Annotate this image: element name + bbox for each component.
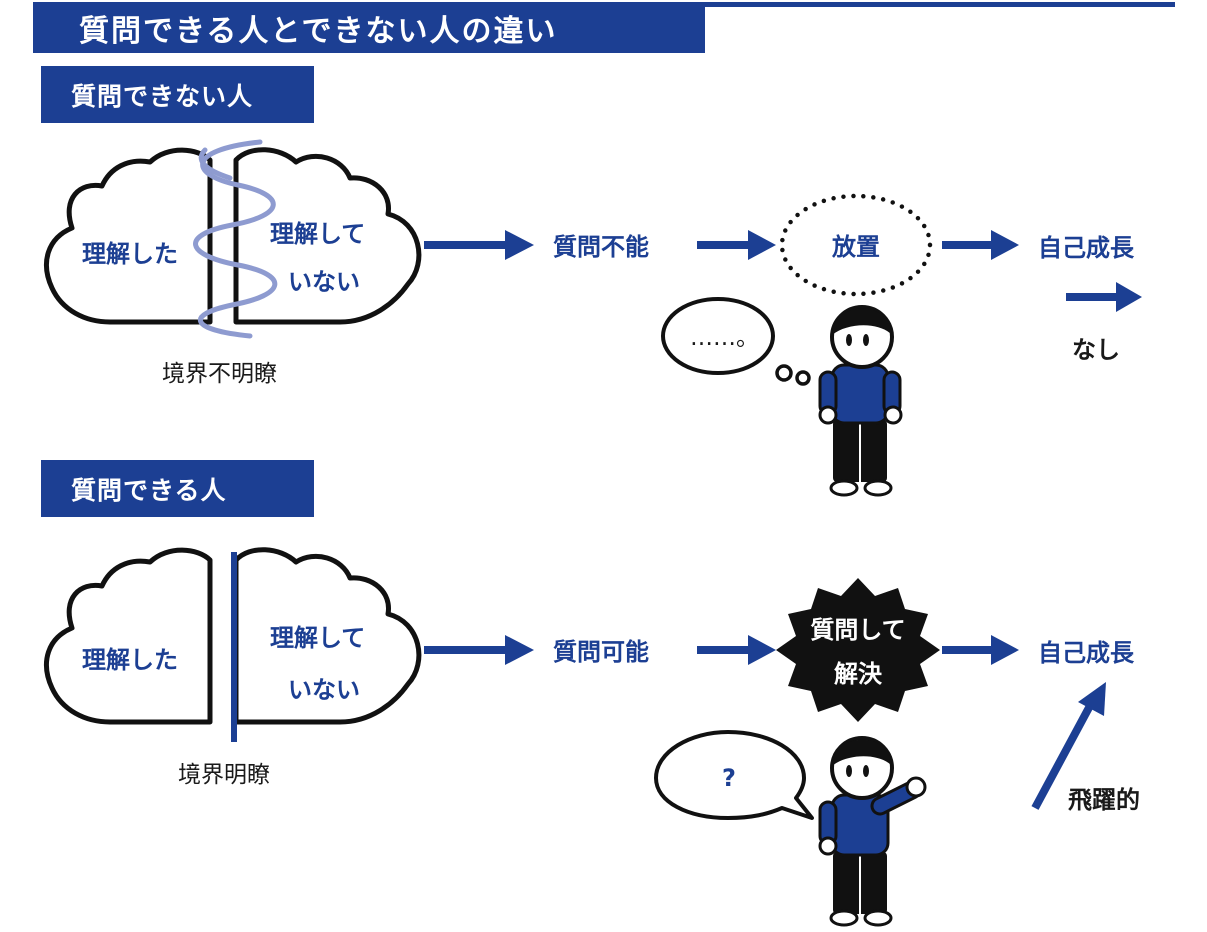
title-rule: [705, 2, 1175, 7]
arrow-right-small: [1066, 282, 1142, 312]
page-title: 質問できる人とできない人の違い: [33, 2, 705, 53]
vague-boundary-wave: [193, 139, 278, 339]
thought-bubble: ……。: [661, 297, 811, 386]
neglect-bubble: [779, 193, 933, 297]
understood-label: 理解した: [82, 646, 178, 674]
step-ask-and-solve-line2: 解決: [834, 660, 883, 688]
arrow-right: [697, 230, 776, 260]
solved-burst-badge: [776, 578, 940, 722]
boundary-label: 境界明瞭: [178, 762, 270, 788]
step-cannot-ask: 質問不能: [553, 233, 649, 261]
boundary-label: 境界不明瞭: [162, 361, 277, 387]
arrow-right: [942, 635, 1019, 665]
arrow-right: [942, 230, 1019, 260]
result-self-growth: 自己成長: [1038, 639, 1135, 667]
vague-boundary-wave-tail: [198, 147, 233, 181]
section-cannot-ask: 理解した 理解して いない 境界不明瞭 質問不能 放置 自己成長 なし: [46, 139, 1142, 497]
section-heading-can-ask: 質問できる人: [41, 460, 314, 517]
understood-label: 理解した: [82, 240, 178, 268]
arrow-right: [424, 635, 534, 665]
person-standing-figure: [818, 305, 903, 497]
not-understood-label-line2: いない: [288, 268, 360, 296]
understood-cloud: [46, 150, 210, 322]
arrow-right: [697, 635, 776, 665]
speech-bubble: ?: [654, 730, 814, 820]
result-none-label: なし: [1072, 336, 1120, 364]
section-heading-cannot-ask: 質問できない人: [41, 66, 314, 123]
not-understood-label-line1: 理解して: [270, 220, 365, 248]
arrow-right: [424, 230, 534, 260]
person-raising-hand-figure: [818, 736, 927, 927]
step-can-ask: 質問可能: [553, 638, 649, 666]
question-mark: ?: [722, 764, 736, 792]
step-ask-and-solve-line1: 質問して: [810, 616, 905, 644]
thought-text: ……。: [690, 325, 759, 351]
not-understood-label-line1: 理解して: [270, 624, 365, 652]
result-leap-label: 飛躍的: [1068, 786, 1140, 814]
step-neglect: 放置: [831, 233, 880, 261]
section-can-ask: 理解した 理解して いない 境界明瞭 質問可能 質問して 解決 自己成長 飛躍的: [46, 550, 1140, 927]
understood-cloud: [46, 550, 210, 722]
not-understood-label-line2: いない: [288, 676, 360, 704]
arrow-up-right: [1031, 682, 1106, 810]
result-self-growth: 自己成長: [1038, 234, 1135, 262]
